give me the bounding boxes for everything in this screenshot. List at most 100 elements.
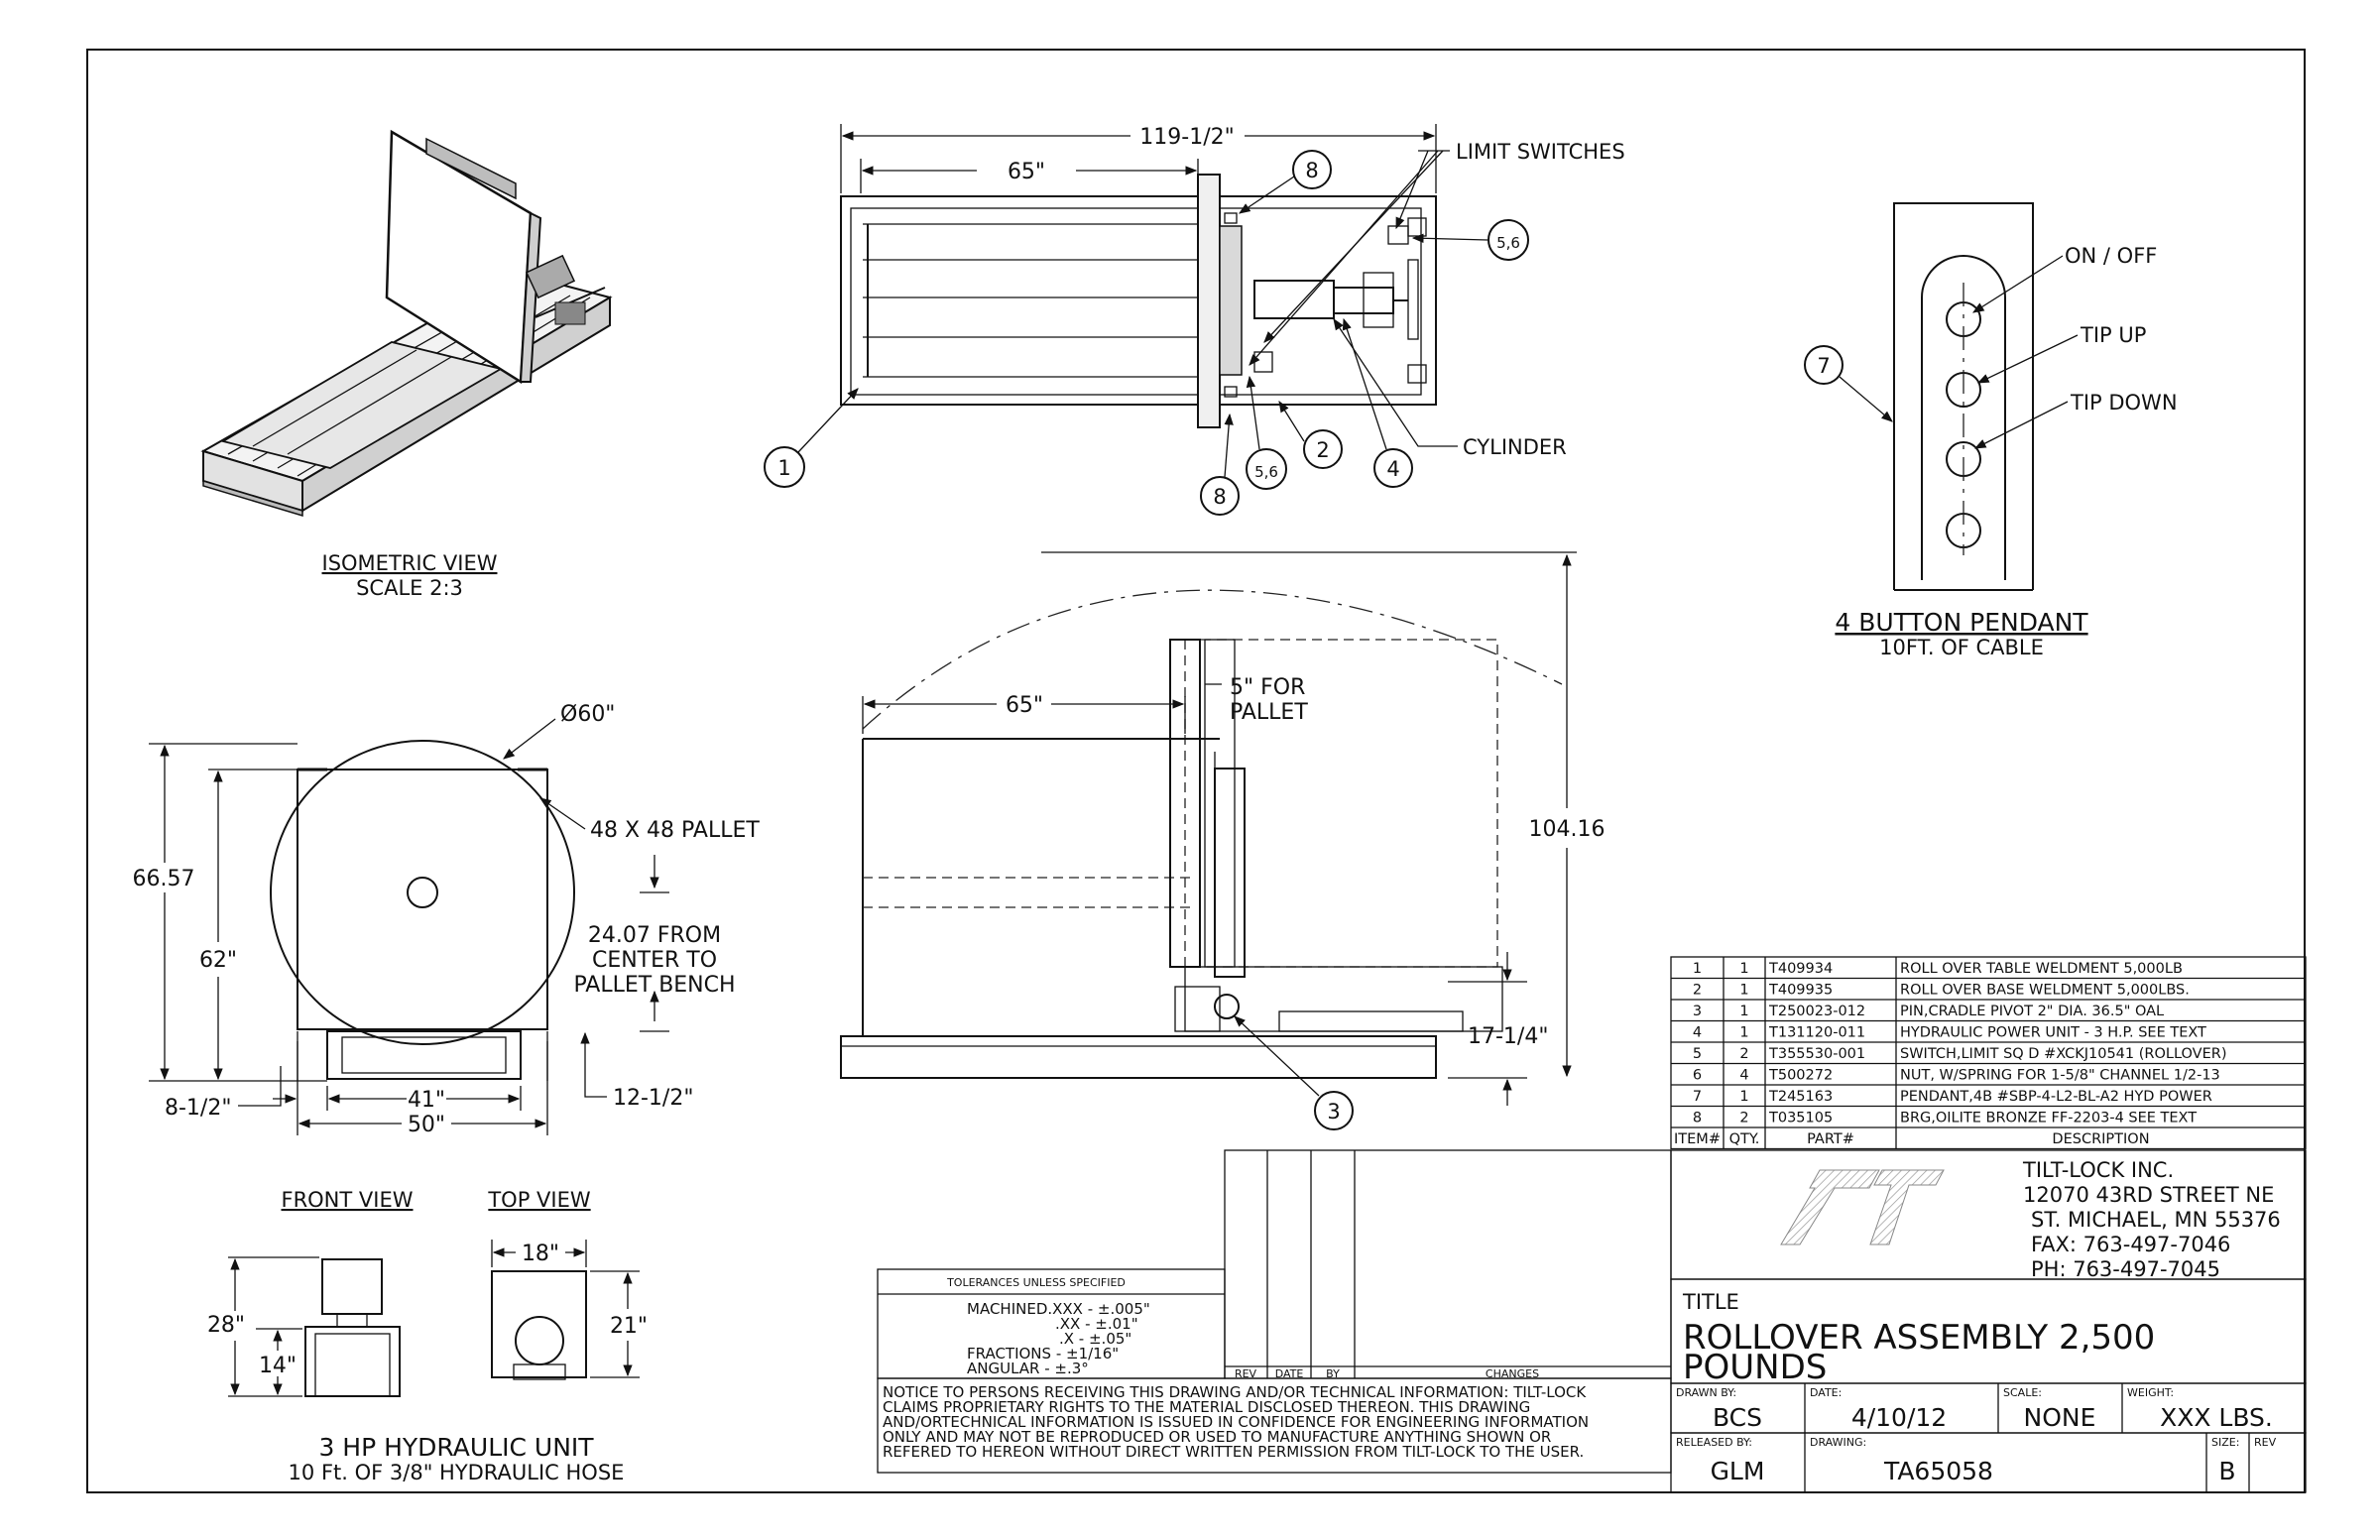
bom-qty: 2 xyxy=(1739,1111,1748,1126)
bom-part-number: T500272 xyxy=(1768,1068,1833,1084)
svg-text:REV: REV xyxy=(1235,1367,1257,1380)
balloon-top-56a: 5,6 xyxy=(1411,219,1529,261)
bom-description: BRG,OILITE BRONZE FF-2203-4 SEE TEXT xyxy=(1900,1111,2197,1126)
dim-overall-height-side: 104.16 xyxy=(1529,817,1606,842)
dim-table-length-side: 65" xyxy=(1006,693,1043,718)
bom-header: QTY. xyxy=(1729,1131,1760,1147)
bom-header: PART# xyxy=(1807,1131,1854,1147)
isometric-view xyxy=(200,129,613,518)
bom-part-number: T245163 xyxy=(1768,1089,1833,1105)
svg-text:TOLERANCES UNLESS SPECIFIED: TOLERANCES UNLESS SPECIFIED xyxy=(946,1276,1126,1289)
bom-description: PIN,CRADLE PIVOT 2" DIA. 36.5" OAL xyxy=(1900,1004,2164,1019)
hydraulic-dim-depth: 21" xyxy=(610,1314,648,1339)
svg-text:ANGULAR - ±.3°: ANGULAR - ±.3° xyxy=(967,1360,1089,1377)
company-city: ST. MICHAEL, MN 55376 xyxy=(2031,1208,2281,1232)
bom-item-number: 1 xyxy=(1693,961,1702,977)
bom-description: ROLL OVER TABLE WELDMENT 5,000LB xyxy=(1900,961,2183,977)
svg-text:1: 1 xyxy=(777,456,790,480)
pendant-title: 4 BUTTON PENDANT xyxy=(1835,608,2088,637)
side-view xyxy=(840,589,1563,1079)
drawing-number: TA65058 xyxy=(1883,1457,1993,1485)
dim-pallet-gap-1: 5" FOR xyxy=(1230,675,1305,700)
bom-description: ROLL OVER BASE WELDMENT 5,000LBS. xyxy=(1900,983,2190,999)
svg-text:.X - ±.05": .X - ±.05" xyxy=(1059,1330,1131,1348)
dim-width-41: 41" xyxy=(408,1088,445,1113)
title-label: TITLE xyxy=(1682,1290,1739,1314)
isometric-view-title: ISOMETRIC VIEW xyxy=(322,551,498,575)
company-logo xyxy=(1780,1169,1945,1245)
company-fax: FAX: 763-497-7046 xyxy=(2031,1233,2230,1256)
bom-item-number: 4 xyxy=(1693,1025,1702,1041)
balloon-pendant-7: 7 xyxy=(1804,345,1893,422)
drawing-weight: XXX LBS. xyxy=(2160,1403,2273,1432)
sheet-border xyxy=(86,49,2306,1493)
bom-header: DESCRIPTION xyxy=(2052,1131,2149,1147)
svg-text:MACHINED.XXX - ±.005": MACHINED.XXX - ±.005" xyxy=(967,1300,1150,1318)
released-by: GLM xyxy=(1711,1457,1765,1485)
svg-text:REV: REV xyxy=(2254,1436,2277,1449)
dim-left-offset: 8-1/2" xyxy=(165,1096,231,1121)
pendant-label-on-off: ON / OFF xyxy=(2065,244,2157,268)
bom-item-number: 7 xyxy=(1693,1089,1702,1105)
svg-text:DRAWING:: DRAWING: xyxy=(1810,1436,1866,1449)
hydraulic-title: 3 HP HYDRAULIC UNIT xyxy=(318,1433,594,1462)
svg-text:AND/ORTECHNICAL INFORMATION IS: AND/ORTECHNICAL INFORMATION IS ISSUED IN… xyxy=(883,1413,1589,1431)
balloon-top-4: 4 xyxy=(1342,317,1413,488)
svg-text:5,6: 5,6 xyxy=(1496,234,1520,252)
dim-width-50: 50" xyxy=(408,1113,445,1137)
dim-pallet-gap-2: PALLET xyxy=(1230,700,1308,725)
svg-text:DRAWN BY:: DRAWN BY: xyxy=(1676,1386,1736,1399)
dim-diameter: Ø60" xyxy=(560,702,615,727)
svg-text:2: 2 xyxy=(1316,438,1329,462)
label-limit-switches: LIMIT SWITCHES xyxy=(1456,140,1625,164)
bom-qty: 1 xyxy=(1739,1025,1748,1041)
svg-text:DATE: DATE xyxy=(1275,1367,1304,1380)
svg-text:8: 8 xyxy=(1305,159,1318,182)
svg-text:4: 4 xyxy=(1386,457,1399,481)
drawing-title-line2: POUNDS xyxy=(1683,1348,1827,1387)
svg-text:ONLY AND MAY NOT BE REPRODUCED: ONLY AND MAY NOT BE REPRODUCED OR USED T… xyxy=(883,1428,1551,1446)
tolerances-block: TOLERANCES UNLESS SPECIFIED MACHINED.XXX… xyxy=(877,1268,1226,1379)
bom-part-number: T355530-001 xyxy=(1768,1046,1865,1062)
dim-overall-height: 66.57 xyxy=(133,867,195,891)
hydraulic-front-view-label: FRONT VIEW xyxy=(281,1188,413,1212)
bom-part-number: T250023-012 xyxy=(1768,1004,1865,1019)
svg-text:DATE:: DATE: xyxy=(1810,1386,1842,1399)
svg-text:SIZE:: SIZE: xyxy=(2211,1436,2239,1449)
pendant-subtitle: 10FT. OF CABLE xyxy=(1879,636,2044,659)
front-circle-view xyxy=(270,740,575,1081)
pendant-label-tip-up: TIP UP xyxy=(2080,323,2146,347)
hydraulic-top-view xyxy=(491,1270,587,1380)
svg-text:CLAIMS PROPRIETARY RIGHTS TO T: CLAIMS PROPRIETARY RIGHTS TO THE MATERIA… xyxy=(883,1398,1530,1416)
hydraulic-top-view-label: TOP VIEW xyxy=(487,1188,591,1212)
bom-description: PENDANT,4B #SBP-4-L2-BL-A2 HYD POWER xyxy=(1900,1089,2212,1105)
bom-description: HYDRAULIC POWER UNIT - 3 H.P. SEE TEXT xyxy=(1900,1025,2206,1041)
bom-part-number: T131120-011 xyxy=(1768,1025,1865,1041)
company-name: TILT-LOCK INC. xyxy=(2022,1158,2174,1182)
drawing-date: 4/10/12 xyxy=(1851,1403,1947,1432)
company-phone: PH: 763-497-7045 xyxy=(2031,1257,2220,1281)
balloon-top-8a: 8 xyxy=(1239,150,1332,214)
isometric-view-scale: SCALE 2:3 xyxy=(356,576,463,600)
svg-text:RELEASED BY:: RELEASED BY: xyxy=(1676,1436,1752,1449)
dim-right-offset: 12-1/2" xyxy=(613,1086,693,1111)
bom-item-number: 2 xyxy=(1693,983,1702,999)
notice-block: NOTICE TO PERSONS RECEIVING THIS DRAWING… xyxy=(877,1377,1672,1474)
bom-description: NUT, W/SPRING FOR 1-5/8" CHANNEL 1/2-13 xyxy=(1900,1068,2220,1084)
bom-item-number: 3 xyxy=(1693,1004,1702,1019)
top-plan-view xyxy=(840,174,1437,428)
bom-item-number: 6 xyxy=(1693,1068,1702,1084)
svg-text:5,6: 5,6 xyxy=(1254,463,1278,481)
hydraulic-front-view xyxy=(304,1258,401,1397)
svg-text:CHANGES: CHANGES xyxy=(1486,1367,1539,1380)
drawing-size: B xyxy=(2218,1457,2235,1485)
balloon-top-8b: 8 xyxy=(1200,413,1240,516)
bom-item-number: 8 xyxy=(1693,1111,1702,1126)
svg-text:FRACTIONS - ±1/16": FRACTIONS - ±1/16" xyxy=(967,1345,1119,1362)
drawing-scale: NONE xyxy=(2024,1403,2096,1432)
bom-qty: 1 xyxy=(1739,961,1748,977)
dim-pallet: 48 X 48 PALLET xyxy=(590,818,760,843)
bom-header: ITEM# xyxy=(1674,1131,1721,1147)
